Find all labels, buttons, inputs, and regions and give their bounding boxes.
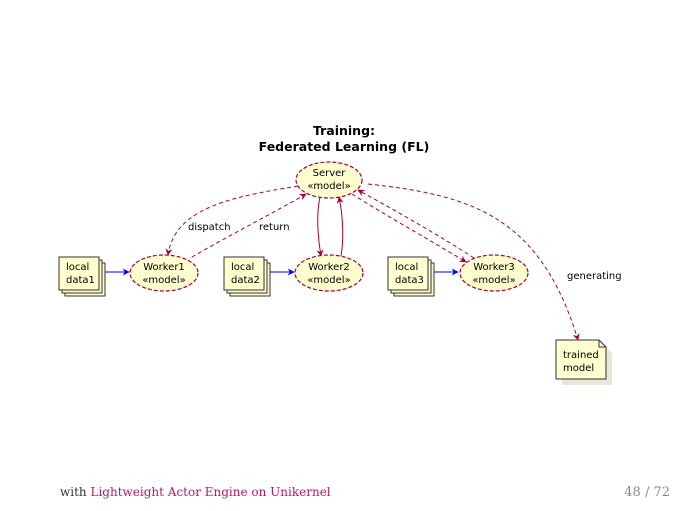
edge-server-to-worker2 xyxy=(316,196,324,257)
data3-label-line1: local xyxy=(395,262,418,273)
edge-label-dispatch: dispatch xyxy=(188,222,231,233)
edge-label-generating: generating xyxy=(567,271,622,282)
data2-label-line2: data2 xyxy=(231,275,260,286)
worker1-stereotype: «model» xyxy=(142,275,185,286)
trained-model-note: trained model xyxy=(555,339,612,385)
worker2-node: Worker2 «model» xyxy=(294,254,364,292)
diagram-title-line2: Federated Learning (FL) xyxy=(259,139,430,154)
worker3-stereotype: «model» xyxy=(472,275,515,286)
data2-note: local data2 xyxy=(223,256,271,297)
data2-label-line1: local xyxy=(231,262,254,273)
edge-worker2-to-server xyxy=(336,196,344,257)
trained-model-line2: model xyxy=(563,363,594,374)
footer-page-number: 48 / 72 xyxy=(624,485,670,500)
worker3-node: Worker3 «model» xyxy=(459,254,529,292)
edge-worker1-to-server xyxy=(191,193,307,258)
data3-label-line2: data3 xyxy=(395,275,424,286)
edge-server-to-worker1 xyxy=(165,185,299,256)
server-stereotype: «model» xyxy=(307,181,350,192)
slide-footer: with Lightweight Actor Engine on Unikern… xyxy=(60,485,670,503)
edge-label-return: return xyxy=(259,222,290,233)
diagram-title-line1: Training: xyxy=(313,123,375,138)
worker1-label: Worker1 xyxy=(143,262,185,273)
worker2-stereotype: «model» xyxy=(307,275,350,286)
data1-label-line2: data1 xyxy=(66,275,95,286)
edge-worker3-to-server xyxy=(357,189,475,259)
data1-note: local data1 xyxy=(58,256,106,297)
data3-note: local data3 xyxy=(387,256,435,297)
footer-talk-title[interactable]: Lightweight Actor Engine on Unikernel xyxy=(90,485,331,499)
server-node: Server «model» xyxy=(295,161,363,199)
server-label: Server xyxy=(313,168,347,179)
footer-prefix: with xyxy=(60,485,91,499)
footer-credit: with Lightweight Actor Engine on Unikern… xyxy=(60,485,331,499)
worker3-label: Worker3 xyxy=(473,262,515,273)
edge-server-to-worker3 xyxy=(351,193,467,263)
trained-model-line1: trained xyxy=(563,350,599,361)
worker1-node: Worker1 «model» xyxy=(129,254,199,292)
worker2-label: Worker2 xyxy=(308,262,350,273)
edge-server-to-trained-model xyxy=(367,183,580,341)
data1-label-line1: local xyxy=(66,262,89,273)
